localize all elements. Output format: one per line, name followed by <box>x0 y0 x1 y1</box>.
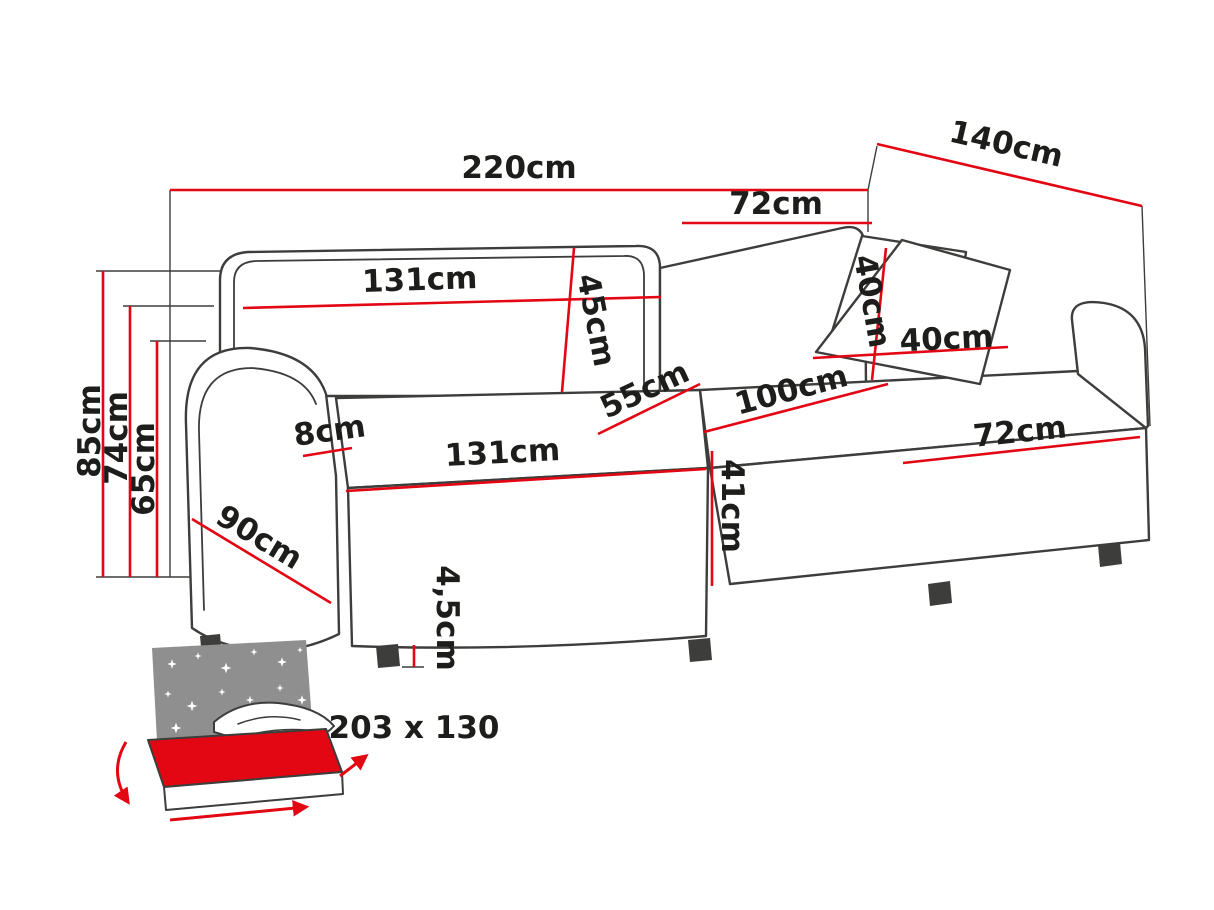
seat-front <box>346 466 710 649</box>
dim-line-armrest-width <box>302 446 353 458</box>
backrest-left-cushion-line <box>233 255 645 393</box>
dim-line-backrest-cushion-height <box>560 247 576 393</box>
sofa-bed-icon <box>113 640 369 822</box>
dim-label-backrest-cushion-width: 131cm <box>361 260 478 300</box>
dim-label-total-width: 220cm <box>461 150 576 186</box>
extension-line <box>1141 205 1151 427</box>
dim-line-backrest-cushion-width <box>242 295 662 310</box>
sleeping-area-label: 203 x 130 <box>329 710 500 746</box>
sofa-leg <box>688 638 712 662</box>
extension-line <box>867 145 878 191</box>
armrest-left <box>184 346 341 652</box>
dim-label-leg-height: 4,5cm <box>429 565 465 671</box>
backrest-left <box>218 244 662 398</box>
dim-line-pillow-height <box>870 247 888 381</box>
dim-label-total-height: 85cm <box>72 384 108 478</box>
dim-line-corner-seat-width <box>703 382 889 434</box>
sofa-leg <box>1098 542 1122 567</box>
dim-line-seat-width <box>345 467 707 493</box>
dim-label-backrest-section-width: 72cm <box>729 186 823 222</box>
armrest-left-inner-line <box>198 367 317 611</box>
sofa-leg <box>928 581 952 606</box>
dim-label-armrest-height: 74cm <box>99 391 135 485</box>
armrest-right <box>1070 300 1150 430</box>
dimension-lines <box>101 142 1143 667</box>
dim-line-chaise-width <box>902 435 1141 465</box>
dim-line-pillow-width <box>812 345 1009 360</box>
bed-base <box>163 771 344 811</box>
bed-duvet-fold-line <box>237 716 301 725</box>
sofa-outline <box>184 225 1151 652</box>
dim-line-armrest-depth <box>191 517 332 605</box>
unfold-arrow-right <box>339 753 369 778</box>
dim-label-pillow-width: 40cm <box>899 319 995 360</box>
dim-line-total-depth <box>876 142 1143 208</box>
unfold-arrow-left <box>113 741 130 805</box>
unfold-arrow-bottom <box>169 800 310 822</box>
dim-label-seat-height: 41cm <box>714 459 750 553</box>
dim-label-seat-width: 131cm <box>444 432 561 474</box>
chaise-front <box>708 426 1151 586</box>
pillow-front <box>814 238 1012 386</box>
dim-line-seat-depth <box>597 382 701 436</box>
extension-lines <box>96 145 1151 668</box>
dim-label-seat-front-height: 65cm <box>126 422 162 516</box>
sofa-leg <box>376 644 400 668</box>
